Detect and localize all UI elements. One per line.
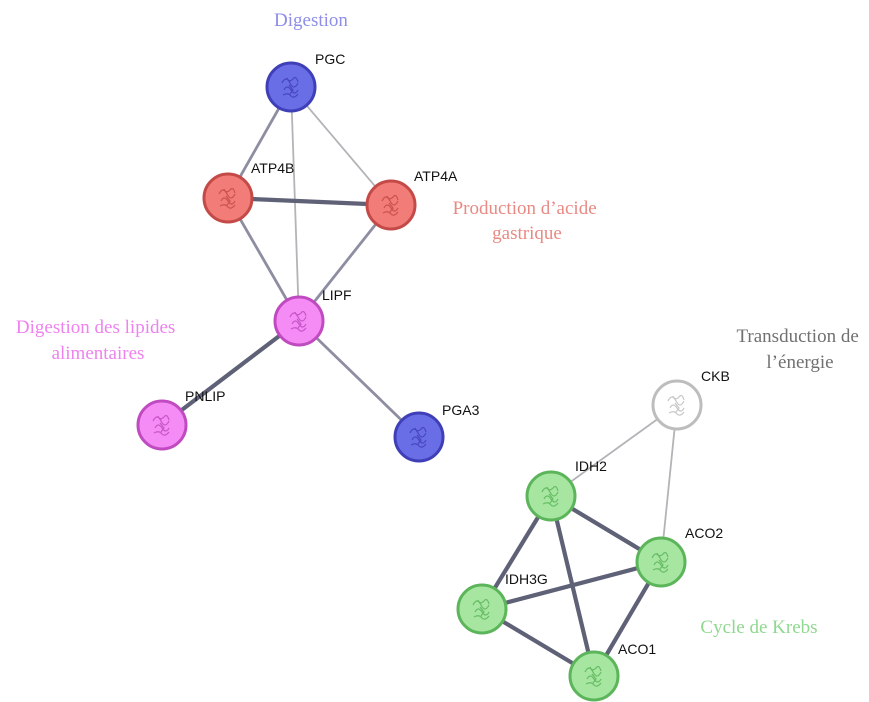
node-label-ckb: CKB [701, 368, 730, 384]
protein-structure-icon [281, 76, 299, 98]
edge-ckb-idh2[interactable] [550, 404, 678, 497]
protein-structure-icon [218, 187, 236, 209]
node-ckb[interactable]: CKB [651, 368, 730, 431]
group-label-digestion: Digestion [274, 10, 348, 31]
protein-structure-icon [381, 194, 399, 216]
edge-aco2-idh3g[interactable] [479, 559, 664, 612]
node-label-idh2: IDH2 [575, 458, 607, 474]
node-label-idh3g: IDH3G [505, 571, 548, 587]
node-label-aco2: ACO2 [685, 525, 723, 541]
node-idh3g[interactable]: IDH3G [456, 571, 548, 635]
group-label-acid-line1: Production d’acide [453, 198, 597, 219]
node-aco1[interactable]: ACO1 [568, 641, 656, 702]
node-pnlip[interactable]: PNLIP [136, 388, 225, 451]
edge-pgc-atp4a[interactable] [290, 86, 392, 206]
group-label-energy-line2: l’énergie [766, 352, 833, 373]
node-label-lipf: LIPF [322, 287, 352, 303]
node-atp4a[interactable]: ATP4A [365, 168, 458, 231]
node-label-atp4b: ATP4B [251, 160, 294, 176]
node-atp4b[interactable]: ATP4B [202, 160, 294, 224]
node-label-pga3: PGA3 [442, 402, 480, 418]
group-label-energy-transduction: Transduction de l’énergie [736, 326, 863, 373]
edge-pgc-lipf[interactable] [290, 86, 300, 322]
group-label-energy-line1: Transduction de [736, 326, 858, 347]
protein-structure-icon [152, 414, 170, 436]
protein-structure-icon [584, 665, 602, 687]
protein-structure-icon [541, 485, 559, 507]
group-label-lipids-line1: Digestion des lipides [16, 317, 175, 338]
edge-lipf-pnlip[interactable] [159, 318, 302, 428]
edge-atp4b-atp4a[interactable] [225, 195, 394, 208]
group-label-lipids-line2: alimentaires [52, 343, 145, 364]
protein-structure-icon [289, 310, 307, 332]
nodes-layer: PGC ATP4B ATP4A LIPF PNLIP PGA3 CKB IDH2ACO2IDH… [136, 51, 730, 702]
node-pgc[interactable]: PGC [265, 51, 345, 113]
node-label-aco1: ACO1 [618, 641, 656, 657]
node-pga3[interactable]: PGA3 [393, 402, 480, 463]
node-label-pgc: PGC [315, 51, 345, 67]
edge-ckb-aco2[interactable] [660, 404, 678, 563]
protein-structure-icon [667, 394, 685, 416]
node-label-atp4a: ATP4A [414, 168, 458, 184]
edge-lipf-pga3[interactable] [297, 319, 421, 439]
protein-structure-icon [651, 551, 669, 573]
group-label-krebs-cycle: Cycle de Krebs [700, 617, 817, 638]
node-label-pnlip: PNLIP [185, 388, 225, 404]
node-aco2[interactable]: ACO2 [635, 525, 723, 588]
protein-structure-icon [472, 598, 490, 620]
node-lipf[interactable]: LIPF [273, 287, 352, 347]
group-label-lipid-digestion: Digestion des lipides alimentaires [16, 317, 180, 364]
node-idh2[interactable]: IDH2 [525, 458, 607, 522]
group-label-acid-production: Production d’acide gastrique [453, 198, 602, 244]
group-label-acid-line2: gastrique [492, 223, 562, 244]
protein-structure-icon [409, 426, 427, 448]
